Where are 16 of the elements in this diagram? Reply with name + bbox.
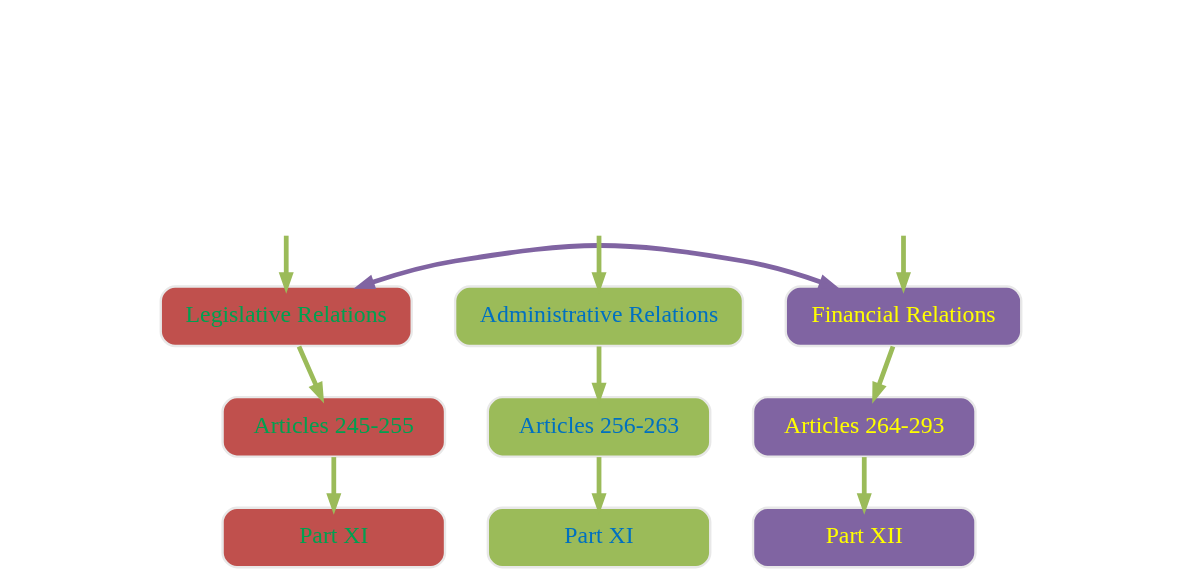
arrow — [895, 235, 911, 294]
node-box: Legislative Relations — [159, 285, 413, 348]
arrow — [352, 243, 840, 289]
node-box: Articles 264-293 — [751, 395, 977, 458]
arrow — [325, 457, 341, 515]
node-box: Part XI — [220, 506, 446, 569]
arrow — [871, 345, 895, 404]
node-box: Articles 245-255 — [220, 395, 446, 458]
arrow — [856, 457, 872, 515]
node-box: Administrative Relations — [453, 285, 744, 348]
node-box: Articles 256-263 — [486, 395, 711, 458]
node-box: Part XII — [751, 506, 977, 569]
arrow — [278, 235, 294, 294]
arrow — [296, 345, 324, 404]
node-box: Part XI — [486, 506, 711, 569]
node-box: Financial Relations — [784, 285, 1022, 348]
